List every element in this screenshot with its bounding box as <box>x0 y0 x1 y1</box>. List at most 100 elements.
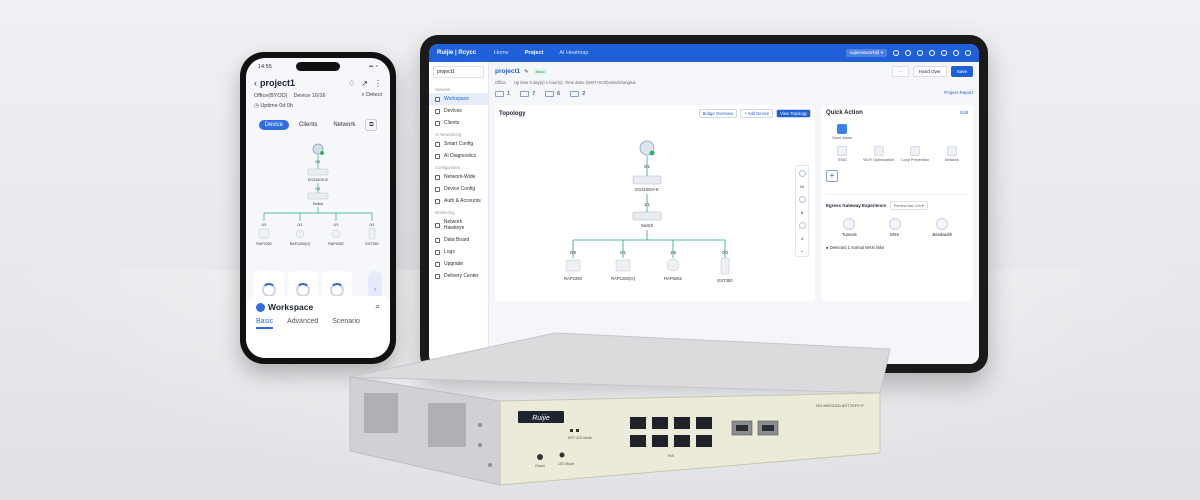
dns-icon <box>888 218 901 230</box>
gateway-name: EG310GH-E <box>635 187 659 192</box>
count-other[interactable]: 2 <box>570 91 585 97</box>
topology-panel: Topology Bridge Overview + Add Device Vi… <box>495 105 815 301</box>
count-ap[interactable]: 6 <box>545 91 560 97</box>
egress-tunnels[interactable]: Tunnels <box>842 218 857 237</box>
switch-port: 1/1 <box>644 202 650 207</box>
count-gateway[interactable]: 1 <box>495 91 510 97</box>
bridge-overview-button[interactable]: Bridge Overview <box>698 109 738 118</box>
tab-device[interactable]: Device <box>258 120 289 130</box>
add-quick-action-button[interactable]: + <box>826 170 838 182</box>
edit-icon[interactable]: ✎ <box>524 68 529 75</box>
globe-icon[interactable] <box>941 50 947 56</box>
more-button[interactable]: ··· <box>892 66 909 77</box>
loop-icon <box>910 146 921 156</box>
project-select[interactable]: project1 <box>433 66 484 78</box>
tablet-screen: Ruijie | Rcycc Home Project AI Heatmap r… <box>429 44 979 364</box>
phone-switch-port: 0/1 <box>316 187 321 191</box>
sidebar-item-workspace[interactable]: Workspace <box>429 93 488 105</box>
account-menu[interactable]: ruijienetwork@ ▾ <box>845 49 887 57</box>
topology-icon[interactable]: ⧉ <box>365 119 378 131</box>
phone-notch <box>296 62 340 71</box>
hawkeye-icon <box>435 222 440 228</box>
legend-count: 4 <box>800 235 804 241</box>
workspace-tab-basic[interactable]: Basic <box>256 318 274 329</box>
hand-over-button[interactable]: Hand Over <box>912 66 947 77</box>
sidebar-item-network-wide[interactable]: Network-Wide <box>429 171 488 183</box>
project-meta: Office Up time 0 day(s) 1 hour(s), Time … <box>495 80 973 85</box>
message-icon[interactable] <box>905 50 911 56</box>
sidebar-item-devices[interactable]: Devices <box>429 105 488 117</box>
quick-action-wifi-optimization[interactable]: Wi-Fi Optimization <box>863 146 896 162</box>
help-icon[interactable] <box>929 50 935 56</box>
sidebar-item-delivery-center[interactable]: Delivery Center <box>429 270 488 282</box>
poe-label: PoE <box>668 454 675 458</box>
search-icon[interactable]: ⌕ <box>375 302 380 311</box>
top-nav: Home Project AI Heatmap <box>494 50 588 56</box>
uptime-label: ◷ Uptime 0d 0h <box>254 103 294 109</box>
workspace-tab-advanced[interactable]: Advanced <box>287 318 319 325</box>
back-icon[interactable]: ‹ <box>254 78 257 88</box>
sidebar-item-network-hawkeye[interactable]: Network Hawkeye <box>429 216 488 234</box>
add-device-button[interactable]: + Add Device <box>740 109 774 118</box>
more-icon[interactable]: ⋮ <box>374 78 382 88</box>
switch-name: Switch <box>641 223 654 228</box>
uptime-label: Up time 0 day(s) 1 hour(s), Time Zone (G… <box>513 80 636 85</box>
gateway-device-icon <box>307 168 329 176</box>
tunnel-icon <box>843 218 856 230</box>
ap-count-icon <box>798 169 806 177</box>
sidebar-item-logs[interactable]: Logs <box>429 246 488 258</box>
chevron-down-icon[interactable]: ⌄ <box>800 247 804 253</box>
tab-clients[interactable]: Clients <box>298 122 318 128</box>
quick-action-done-alarm[interactable]: Done Alarm <box>826 124 859 140</box>
phone-ap1-port: 0/1 <box>262 223 267 227</box>
ap-device-icon <box>295 229 305 239</box>
reset-button <box>537 454 543 460</box>
tab-network[interactable]: Network <box>333 122 356 128</box>
egress-dns[interactable]: DNS <box>888 218 901 237</box>
quick-action-panel: Quick Action Edit Done Alarm SSID Wi-Fi … <box>821 105 973 301</box>
detect-button[interactable]: ⌕ Detect <box>361 92 382 98</box>
quick-action-network[interactable]: Network <box>936 146 969 162</box>
nav-ai-heatmap[interactable]: AI Heatmap <box>559 50 589 56</box>
wifi-optimize-icon <box>873 146 884 156</box>
ap4-name: EST350 <box>717 278 733 283</box>
switch-count-icon <box>798 195 806 203</box>
sidebar-item-upgrade[interactable]: Upgrade <box>429 258 488 270</box>
nav-home[interactable]: Home <box>494 50 509 56</box>
ap2-name: RAP1260(G) <box>611 276 636 281</box>
phone-gateway-port: 0/1 <box>316 160 321 164</box>
signal-icon: ▪▪ ◔ <box>369 64 378 70</box>
edit-link[interactable]: Edit <box>960 110 968 115</box>
user-icon[interactable] <box>965 50 971 56</box>
vent-grille <box>364 393 466 447</box>
sidebar-item-data-board[interactable]: Data Board <box>429 234 488 246</box>
save-button[interactable]: Save <box>950 66 973 77</box>
topology-legend-strip: 10 8 4 ⌄ <box>795 165 809 257</box>
bell-icon[interactable] <box>917 50 923 56</box>
outdoor-ap-icon <box>368 227 376 240</box>
sidebar-item-device-config[interactable]: Device Config <box>429 183 488 195</box>
internet-globe-icon <box>312 143 324 155</box>
nav-project[interactable]: Project <box>524 50 544 56</box>
sidebar-section-title: Monitoring <box>435 210 455 215</box>
egress-bandwidth[interactable]: Bandwidth <box>932 218 952 237</box>
time-range-select[interactable]: Review last 24h ▾ <box>890 201 928 210</box>
phone-ap3-port: 0/1 <box>334 223 339 227</box>
view-topology-button[interactable]: View Topology <box>776 109 811 118</box>
project-report-link[interactable]: Project Report <box>944 90 973 95</box>
led-mode-button <box>559 452 565 458</box>
sidebar-item-ai-diagnostics[interactable]: AI Diagnostics <box>429 150 488 162</box>
quick-action-ssid[interactable]: SSID <box>826 146 859 162</box>
phone-topology: 0/1 EG310GH-E 0/1 Switch 0/1 0/1 0/1 0/1… <box>246 135 390 265</box>
quick-action-loop-prevention[interactable]: Loop Prevention <box>899 146 932 162</box>
search-icon[interactable] <box>893 50 899 56</box>
sidebar-item-clients[interactable]: Clients <box>429 117 488 129</box>
count-switch[interactable]: 7 <box>520 91 535 97</box>
topology-title: Topology <box>499 110 526 117</box>
bell-icon[interactable]: ♢ <box>348 78 356 88</box>
settings-icon[interactable] <box>953 50 959 56</box>
workspace-tab-scenario[interactable]: Scenario <box>332 318 360 325</box>
sidebar-item-smart-config[interactable]: Smart Config <box>429 138 488 150</box>
share-icon[interactable]: ↗ <box>361 78 368 88</box>
sidebar-item-auth-accounts[interactable]: Auth & Accounts <box>429 195 488 207</box>
